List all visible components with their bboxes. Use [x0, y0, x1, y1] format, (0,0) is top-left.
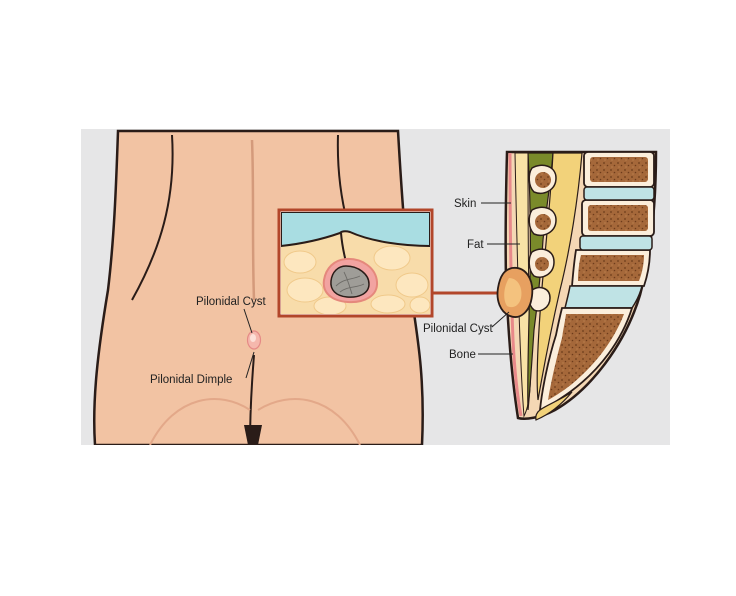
left-buttock-contour [149, 398, 251, 445]
label-pilonidal-dimple: Pilonidal Dimple [150, 374, 232, 386]
spine-groove [250, 139, 256, 301]
label-pilonidal-cyst-section: Pilonidal Cyst [423, 323, 493, 335]
right-buttock-contour [257, 398, 361, 445]
label-bone: Bone [449, 349, 476, 361]
vertebral-bodies [571, 151, 655, 287]
leader-pilonidal-cyst-back [243, 308, 253, 334]
label-skin: Skin [454, 198, 476, 210]
label-pilonidal-cyst-back: Pilonidal Cyst [196, 296, 266, 308]
inset-cyst-core [330, 265, 370, 298]
label-fat: Fat [467, 239, 484, 251]
magnified-inset [277, 208, 434, 318]
intervertebral-discs [564, 186, 655, 309]
leader-pilonidal-dimple [245, 351, 255, 379]
inset-fat-lobules [283, 245, 430, 314]
leader-pilonidal-cyst-section [491, 311, 510, 328]
inset-skin-layer [281, 212, 430, 248]
coccyx [535, 391, 573, 421]
left-arm-contour [131, 134, 174, 301]
gluteal-shadow [244, 425, 262, 445]
